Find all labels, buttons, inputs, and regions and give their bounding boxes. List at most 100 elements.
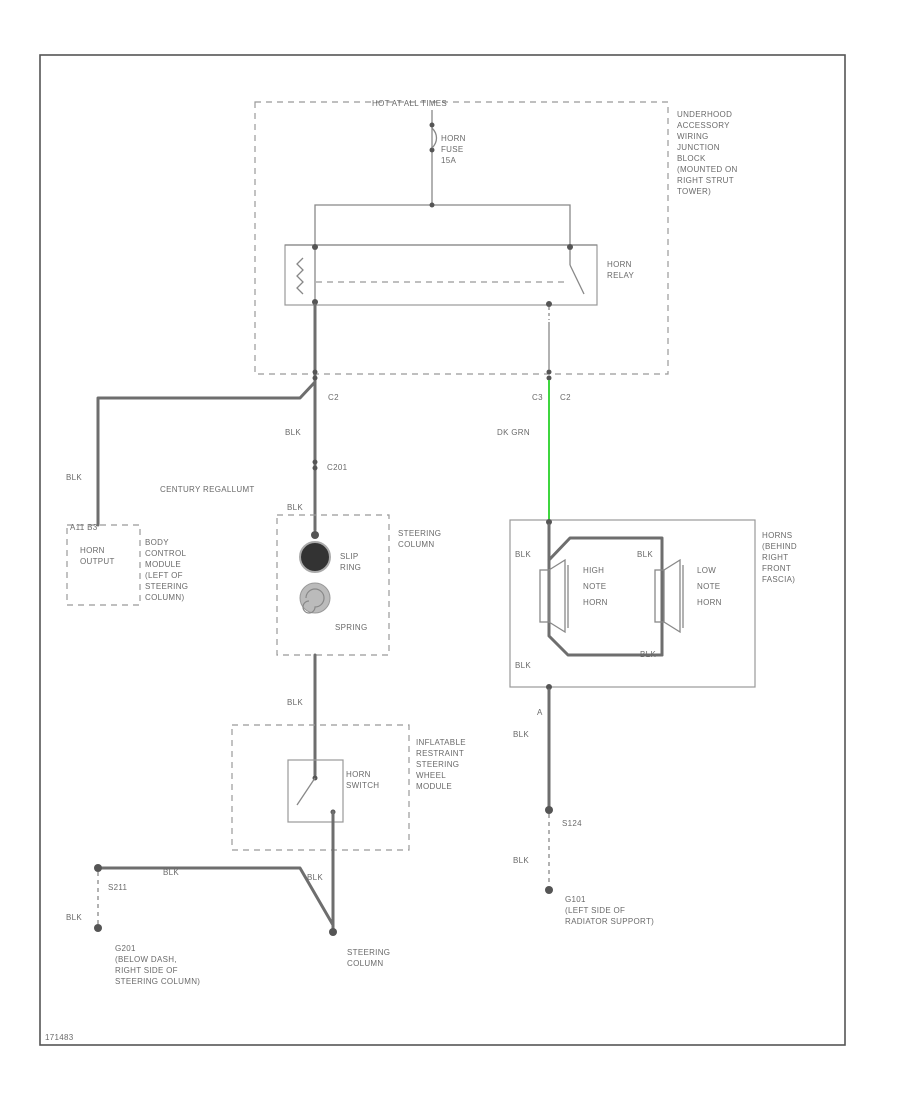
horns-label: HORNS (BEHIND RIGHT FRONT FASCIA)	[762, 531, 797, 584]
airbag-module-label: INFLATABLE RESTRAINT STEERING WHEEL MODU…	[416, 738, 466, 791]
spring-label: SPRING	[335, 623, 367, 632]
s211-label: S211	[108, 883, 128, 892]
diagram-frame	[39, 54, 846, 1046]
splice-node	[429, 202, 435, 208]
low-note-horn-icon	[654, 558, 684, 634]
s124-splice	[545, 806, 553, 814]
fuse-label-2: FUSE	[441, 145, 464, 154]
svg-text:RIGHT: RIGHT	[762, 553, 788, 562]
g201-ground	[94, 924, 102, 932]
horn-switch-label-2: SWITCH	[346, 781, 379, 790]
c201-label: C201	[327, 463, 348, 472]
horn-switch-blade	[296, 777, 316, 806]
svg-text:JUNCTION: JUNCTION	[677, 143, 720, 152]
blk-wire-s211	[96, 866, 335, 927]
steering-column-label-1: STEERING	[398, 529, 441, 538]
blk-label-bcm: BLK	[66, 473, 82, 482]
svg-text:MODULE: MODULE	[145, 560, 181, 569]
svg-text:(LEFT SIDE OF: (LEFT SIDE OF	[565, 906, 625, 915]
svg-text:FRONT: FRONT	[762, 564, 791, 573]
horn-switch-label-1: HORN	[346, 770, 371, 779]
dk-grn-label: DK GRN	[497, 428, 530, 437]
blk-wire-to-bcm	[96, 380, 317, 527]
blk-label-s211-top: BLK	[163, 868, 179, 877]
svg-text:STEERING: STEERING	[145, 582, 188, 591]
steering-column-ground	[329, 928, 337, 936]
high-horn-label-2: NOTE	[583, 582, 606, 591]
blk-label-horn-2: BLK	[637, 550, 653, 559]
svg-text:(LEFT OF: (LEFT OF	[145, 571, 183, 580]
svg-text:ACCESSORY: ACCESSORY	[677, 121, 730, 130]
blk-label-2: BLK	[287, 698, 303, 707]
high-note-horn-icon	[539, 558, 569, 634]
blk-label-horn-1: BLK	[515, 550, 531, 559]
steering-ground-label-1: STEERING	[347, 948, 390, 957]
c201-terminal-b	[312, 465, 318, 471]
blk-label-horn-out: BLK	[515, 661, 531, 670]
relay-coil	[296, 257, 304, 295]
svg-text:STEERING COLUMN): STEERING COLUMN)	[115, 977, 200, 986]
relay-feed-wire	[314, 204, 571, 245]
slip-ring-label-2: RING	[340, 563, 361, 572]
svg-text:CONTROL: CONTROL	[145, 549, 186, 558]
svg-text:RESTRAINT: RESTRAINT	[416, 749, 464, 758]
svg-text:INFLATABLE: INFLATABLE	[416, 738, 466, 747]
c3-terminal-b	[546, 375, 552, 381]
low-horn-label-3: HORN	[697, 598, 722, 607]
junction-block-label: UNDERHOOD ACCESSORY WIRING JUNCTION BLOC…	[677, 110, 738, 196]
relay-contact-out	[546, 301, 552, 307]
horns-outline	[509, 519, 756, 688]
svg-text:(BELOW DASH,: (BELOW DASH,	[115, 955, 177, 964]
slip-ring-label-1: SLIP	[340, 552, 359, 561]
blk-label-4: BLK	[513, 856, 529, 865]
blk-label-slip: BLK	[287, 503, 303, 512]
c2-left-label: C2	[328, 393, 339, 402]
blk-label-1: BLK	[285, 428, 301, 437]
slip-ring-terminal	[311, 531, 319, 539]
fuse-element	[431, 127, 438, 149]
relay-coil-terminal	[312, 244, 318, 250]
c3-label: C3	[532, 393, 543, 402]
svg-text:STEERING: STEERING	[416, 760, 459, 769]
blk-label-g201: BLK	[66, 913, 82, 922]
s124-label: S124	[562, 819, 582, 828]
terminal-a-label: A	[537, 708, 543, 717]
svg-text:HORNS: HORNS	[762, 531, 792, 540]
svg-text:COLUMN): COLUMN)	[145, 593, 184, 602]
bcm-outline	[66, 524, 141, 606]
g101-label: G101 (LEFT SIDE OF RADIATOR SUPPORT)	[565, 895, 654, 926]
svg-text:MODULE: MODULE	[416, 782, 452, 791]
low-horn-label-2: NOTE	[697, 582, 720, 591]
high-horn-label-1: HIGH	[583, 566, 604, 575]
svg-text:(BEHIND: (BEHIND	[762, 542, 797, 551]
svg-text:FASCIA): FASCIA)	[762, 575, 795, 584]
fuse-terminal-bottom	[429, 147, 435, 153]
fuse-terminal-top	[429, 122, 435, 128]
svg-text:G101: G101	[565, 895, 586, 904]
hot-at-all-times-label: HOT AT ALL TIMES	[372, 99, 447, 108]
airbag-module-outline	[231, 724, 410, 851]
c2-right-label: C2	[560, 393, 571, 402]
high-horn-label-3: HORN	[583, 598, 608, 607]
junction-block-outline	[254, 101, 669, 375]
svg-text:RADIATOR SUPPORT): RADIATOR SUPPORT)	[565, 917, 654, 926]
g201-label: G201 (BELOW DASH, RIGHT SIDE OF STEERING…	[115, 944, 200, 986]
c2-left-terminal-b	[312, 375, 318, 381]
horn-feed-wire	[547, 536, 664, 562]
horn-switch-outline	[287, 759, 344, 823]
relay-label-1: HORN	[607, 260, 632, 269]
s211-splice	[94, 864, 102, 872]
blk-label-3: BLK	[513, 730, 529, 739]
svg-text:RIGHT SIDE OF: RIGHT SIDE OF	[115, 966, 178, 975]
blk-label-horn-3: BLK	[640, 650, 656, 659]
horn-relay-outline	[284, 244, 598, 306]
fuse-label-3: 15A	[441, 156, 456, 165]
bcm-output-label-2: OUTPUT	[80, 557, 115, 566]
svg-text:(MOUNTED ON: (MOUNTED ON	[677, 165, 738, 174]
c201-terminal-a	[312, 459, 318, 465]
horns-terminal-out	[546, 684, 552, 690]
low-horn-label-1: LOW	[697, 566, 716, 575]
svg-text:G201: G201	[115, 944, 136, 953]
c3-terminal-a	[546, 369, 552, 375]
